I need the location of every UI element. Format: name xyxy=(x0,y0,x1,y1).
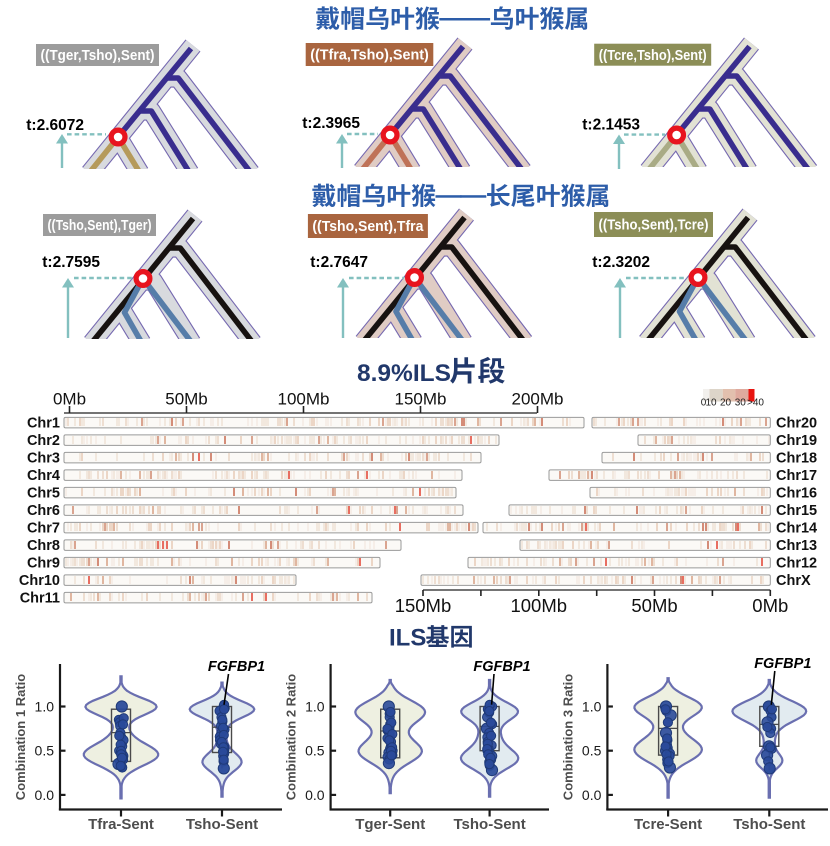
svg-text:0.0: 0.0 xyxy=(582,787,602,803)
svg-text:0.5: 0.5 xyxy=(305,743,325,759)
svg-text:0.0: 0.0 xyxy=(305,787,325,803)
svg-text:0Mb: 0Mb xyxy=(53,390,86,409)
svg-text:((Tcre,Tsho),Sent): ((Tcre,Tsho),Sent) xyxy=(599,47,707,64)
svg-text:Chr7: Chr7 xyxy=(27,520,60,536)
svg-text:0.5: 0.5 xyxy=(582,743,602,759)
svg-text:t:2.3202: t:2.3202 xyxy=(592,254,650,271)
svg-text:0: 0 xyxy=(701,398,707,409)
svg-text:Tsho-Sent: Tsho-Sent xyxy=(733,816,805,833)
svg-text:Chr8: Chr8 xyxy=(27,538,60,554)
svg-text:8.9%ILS: 8.9%ILS xyxy=(357,360,451,387)
svg-text:Tsho-Sent: Tsho-Sent xyxy=(186,816,258,833)
svg-text:FGFBP1: FGFBP1 xyxy=(473,659,530,675)
svg-text:Tcre-Sent: Tcre-Sent xyxy=(634,816,702,833)
svg-text:>40: >40 xyxy=(747,398,764,409)
svg-text:((Tger,Tsho),Sent): ((Tger,Tsho),Sent) xyxy=(41,47,155,64)
svg-text:Chr10: Chr10 xyxy=(19,573,60,589)
svg-text:150Mb: 150Mb xyxy=(395,390,447,409)
svg-text:Combination 1 Ratio: Combination 1 Ratio xyxy=(13,674,28,800)
svg-text:Chr13: Chr13 xyxy=(776,538,817,554)
svg-text:Chr6: Chr6 xyxy=(27,503,60,519)
svg-text:t:2.1453: t:2.1453 xyxy=(582,117,640,134)
svg-text:Chr15: Chr15 xyxy=(776,503,817,519)
svg-text:0Mb: 0Mb xyxy=(752,595,788,616)
svg-text:((Tfra,Tsho),Sent): ((Tfra,Tsho),Sent) xyxy=(310,47,429,64)
svg-text:FGFBP1: FGFBP1 xyxy=(208,659,265,675)
svg-text:Tger-Sent: Tger-Sent xyxy=(355,816,425,833)
svg-text:Chr2: Chr2 xyxy=(27,433,60,449)
svg-text:50Mb: 50Mb xyxy=(631,595,677,616)
svg-text:150Mb: 150Mb xyxy=(395,595,452,616)
svg-text:Chr14: Chr14 xyxy=(776,520,817,536)
svg-text:Chr11: Chr11 xyxy=(20,590,60,606)
svg-text:Tfra-Sent: Tfra-Sent xyxy=(88,816,154,833)
svg-text:Chr5: Chr5 xyxy=(27,485,60,501)
svg-text:20: 20 xyxy=(720,398,732,409)
svg-text:Chr9: Chr9 xyxy=(27,555,60,571)
svg-text:FGFBP1: FGFBP1 xyxy=(754,656,811,672)
svg-text:t:2.7647: t:2.7647 xyxy=(310,254,368,271)
svg-text:t:2.3965: t:2.3965 xyxy=(302,115,360,132)
svg-text:Chr12: Chr12 xyxy=(776,555,817,571)
svg-text:Tsho-Sent: Tsho-Sent xyxy=(453,816,525,833)
svg-text:Chr20: Chr20 xyxy=(776,415,817,431)
svg-text:Combination 2 Ratio: Combination 2 Ratio xyxy=(284,674,299,800)
svg-text:Chr18: Chr18 xyxy=(776,450,817,466)
svg-text:50Mb: 50Mb xyxy=(165,390,208,409)
svg-text:ChrX: ChrX xyxy=(776,573,811,589)
svg-text:((Tsho,Sent),Tcre): ((Tsho,Sent),Tcre) xyxy=(599,217,709,234)
svg-text:ILS: ILS xyxy=(389,625,426,652)
svg-text:1.0: 1.0 xyxy=(582,699,602,715)
svg-text:Chr3: Chr3 xyxy=(27,450,60,466)
svg-text:10: 10 xyxy=(705,398,717,409)
svg-text:1.0: 1.0 xyxy=(305,699,325,715)
svg-text:Combination 3 Ratio: Combination 3 Ratio xyxy=(560,674,575,800)
svg-text:Chr17: Chr17 xyxy=(776,468,817,484)
svg-text:0.0: 0.0 xyxy=(35,787,55,803)
svg-text:((Tsho,Sent),Tfra: ((Tsho,Sent),Tfra xyxy=(312,218,424,235)
svg-text:100Mb: 100Mb xyxy=(278,390,330,409)
svg-text:100Mb: 100Mb xyxy=(510,595,567,616)
svg-text:Chr1: Chr1 xyxy=(27,415,60,431)
svg-text:30: 30 xyxy=(735,398,747,409)
svg-text:Chr16: Chr16 xyxy=(776,485,817,501)
svg-text:((Tsho,Sent),Tger): ((Tsho,Sent),Tger) xyxy=(48,217,152,234)
svg-text:0.5: 0.5 xyxy=(35,743,55,759)
svg-text:1.0: 1.0 xyxy=(35,699,55,715)
svg-text:200Mb: 200Mb xyxy=(512,390,564,409)
svg-text:t:2.7595: t:2.7595 xyxy=(42,254,100,271)
svg-text:Chr4: Chr4 xyxy=(27,468,60,484)
svg-text:t:2.6072: t:2.6072 xyxy=(26,117,84,134)
svg-text:Chr19: Chr19 xyxy=(776,433,817,449)
